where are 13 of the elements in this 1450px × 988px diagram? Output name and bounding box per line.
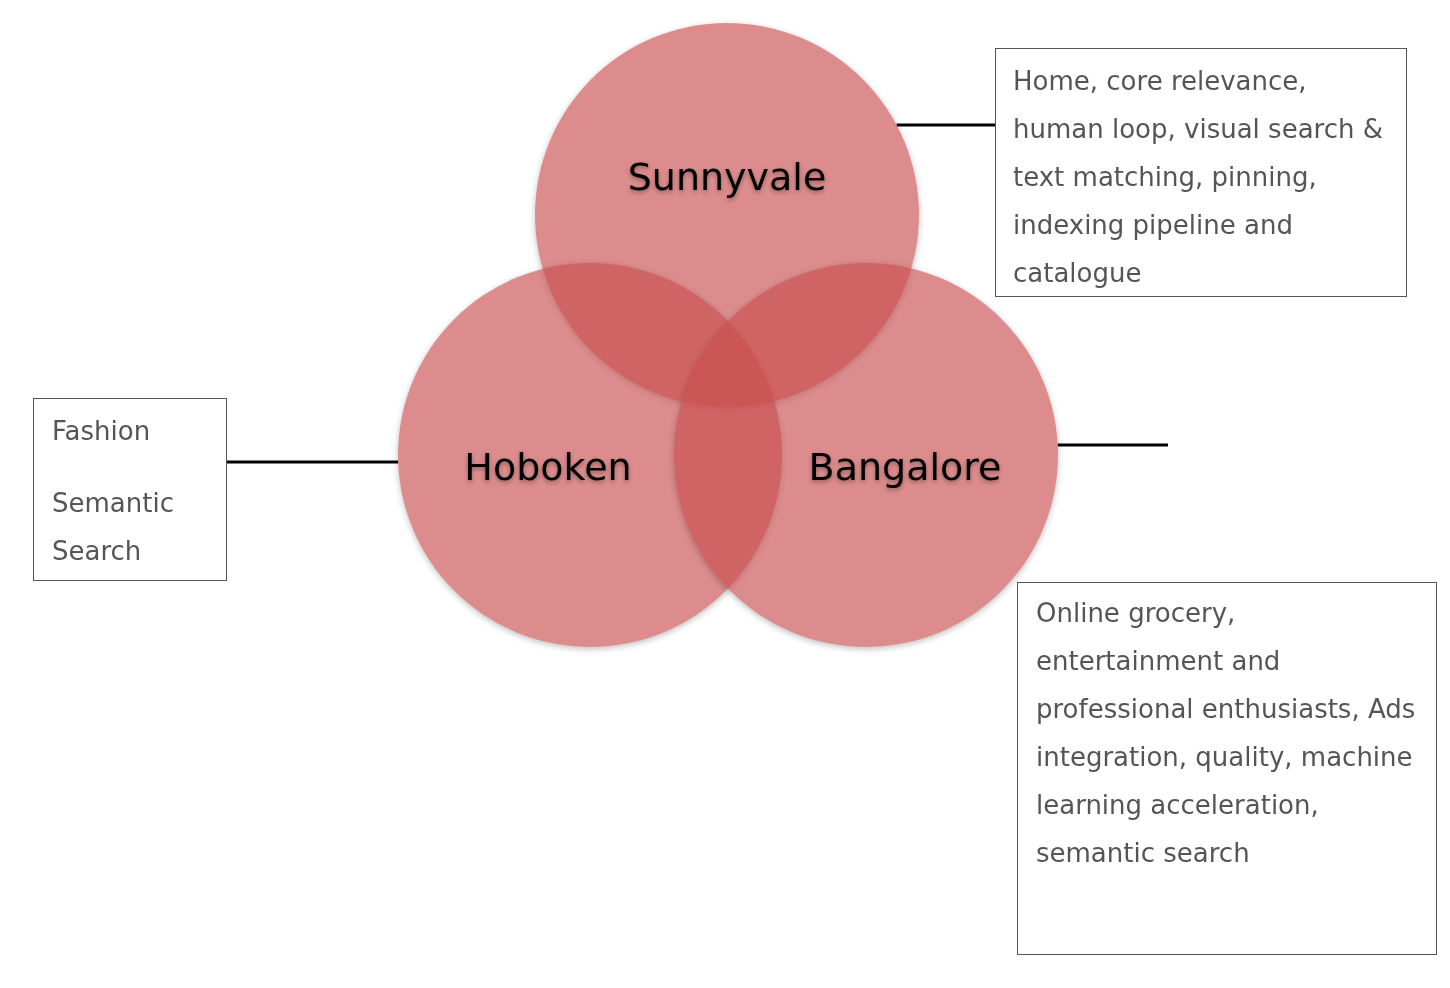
circle-label: Sunnyvale xyxy=(627,153,827,201)
text-box xyxy=(1017,582,1437,955)
text-box xyxy=(33,398,227,581)
description-text: Fashion xyxy=(52,415,152,448)
circle-label: Hoboken xyxy=(464,443,632,491)
description-text: Online grocery, entertainment and professional enthusiasts, Ads integration, quality, machine learning acceleration, semantic search xyxy=(1036,597,1417,870)
description-text: Semantic Search xyxy=(52,487,175,568)
connector-line xyxy=(227,460,399,464)
description-text: Home, core relevance, human loop, visual search & text matching, pinning, indexing pipeline and catalogue xyxy=(1013,65,1384,290)
text-box xyxy=(995,48,1407,297)
connector-line xyxy=(896,123,995,127)
connector-line xyxy=(1057,443,1168,447)
circle-label: Bangalore xyxy=(808,443,1002,491)
